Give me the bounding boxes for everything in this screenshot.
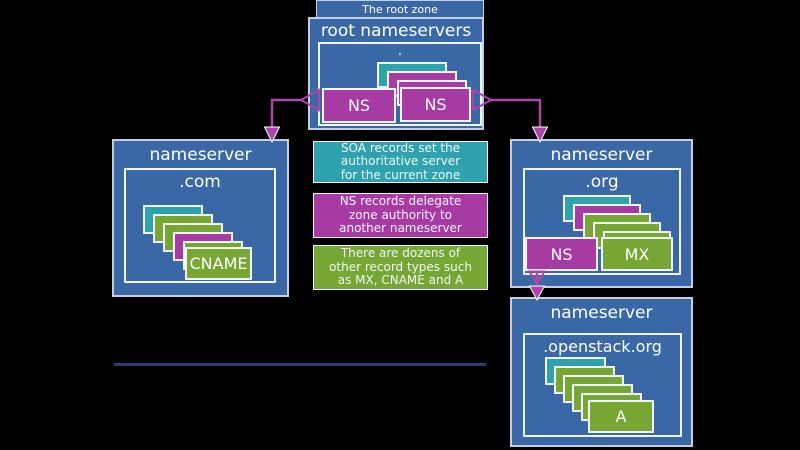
root-zone-inner-box: . NS NS bbox=[318, 42, 482, 126]
com-cname-record-label: CNAME bbox=[189, 254, 248, 273]
root-zone-label: . bbox=[397, 44, 403, 59]
legend-soa-line-2: authoritative server bbox=[340, 154, 461, 169]
legend-other-line-1: There are dozens of bbox=[340, 246, 461, 261]
org-mx-record-label: MX bbox=[624, 244, 650, 264]
root-ns-record-1: NS bbox=[322, 88, 396, 123]
root-box-title: root nameservers bbox=[320, 21, 472, 41]
org-ns-record: NS bbox=[525, 237, 598, 271]
openstack-zone-inner-box: .openstack.org A bbox=[523, 333, 682, 437]
org-nameserver-box: nameserver .org NS MX bbox=[510, 139, 693, 288]
legend-other-line-3: as MX, CNAME and A bbox=[337, 273, 464, 288]
legend-other-line-2: other record types such bbox=[329, 259, 472, 274]
openstack-nameserver-box: nameserver .openstack.org A bbox=[510, 297, 693, 447]
arrow-root-to-org bbox=[472, 88, 549, 144]
com-box-title: nameserver bbox=[149, 145, 252, 165]
root-ns-record-1-label: NS bbox=[347, 96, 371, 115]
legend-ns-line-3: another nameserver bbox=[339, 221, 462, 236]
org-ns-record-label: NS bbox=[550, 244, 573, 264]
openstack-a-record: A bbox=[588, 400, 654, 433]
divider-line bbox=[114, 363, 486, 366]
root-zone-header-label: The root zone bbox=[362, 3, 438, 16]
legend-soa-line-3: for the current zone bbox=[340, 167, 461, 182]
org-zone-inner-box: .org NS MX bbox=[523, 168, 681, 275]
org-box-title: nameserver bbox=[550, 145, 653, 165]
openstack-a-record-label: A bbox=[615, 407, 627, 426]
org-mx-record: MX bbox=[601, 237, 673, 271]
org-zone-label: .org bbox=[585, 172, 619, 192]
legend-soa-records: SOA records set the authoritative server… bbox=[313, 141, 488, 183]
root-ns-record-2-label: NS bbox=[424, 95, 447, 114]
legend-soa-line-1: SOA records set the bbox=[340, 140, 461, 155]
legend-other-records: There are dozens of other record types s… bbox=[313, 245, 488, 290]
legend-ns-records: NS records delegate zone authority to an… bbox=[313, 193, 488, 238]
com-cname-record: CNAME bbox=[185, 247, 252, 280]
openstack-box-title: nameserver bbox=[550, 303, 653, 323]
legend-ns-line-2: zone authority to bbox=[349, 207, 452, 222]
openstack-zone-label: .openstack.org bbox=[543, 337, 662, 356]
root-zone-header: The root zone bbox=[316, 0, 484, 18]
root-nameservers-box: root nameservers . NS NS bbox=[308, 17, 484, 130]
com-zone-label: .com bbox=[179, 172, 221, 192]
com-zone-inner-box: .com CNAME bbox=[124, 168, 276, 283]
com-nameserver-box: nameserver .com CNAME bbox=[112, 139, 289, 297]
root-ns-record-2: NS bbox=[400, 87, 471, 122]
legend-ns-line-1: NS records delegate bbox=[339, 194, 462, 209]
